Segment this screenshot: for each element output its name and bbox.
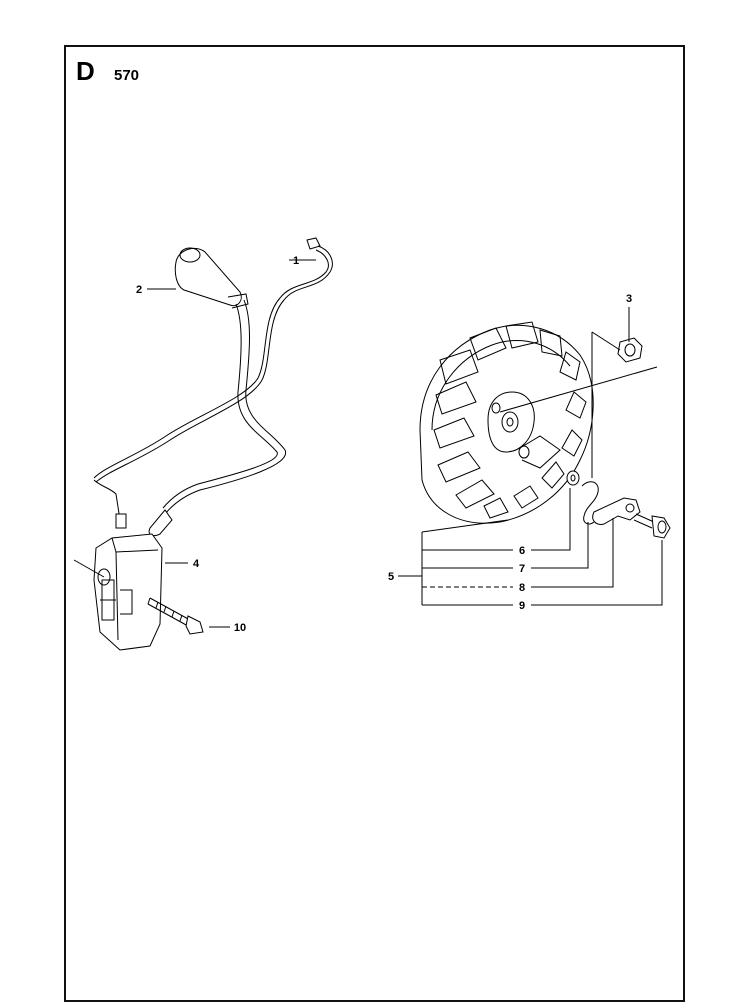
callout-2: 2	[136, 284, 142, 296]
callout-7: 7	[519, 563, 525, 575]
flywheel	[419, 321, 594, 524]
pawl	[592, 497, 641, 525]
callout-9: 9	[519, 600, 525, 612]
module-axis-line	[73, 559, 105, 578]
callout-1: 1	[293, 255, 299, 267]
module-screw	[147, 597, 204, 635]
callout-4: 4	[193, 558, 200, 570]
washer	[566, 470, 580, 486]
crank-axis-line	[499, 366, 658, 413]
leader-5-to-flywheel	[421, 519, 509, 533]
leader-6-to-washer	[531, 488, 571, 551]
leader-8-to-pawl	[531, 518, 614, 588]
leader-7-to-spring	[531, 522, 589, 569]
callout-8: 8	[519, 582, 525, 594]
short-circuit-wire	[93, 237, 333, 529]
leader-3-to-nut	[591, 331, 621, 351]
model-number: 570	[114, 67, 140, 84]
diagram-frame	[64, 45, 685, 1002]
leader-9-to-screw	[531, 540, 663, 606]
ignition-lead	[148, 299, 286, 537]
spring	[581, 481, 599, 525]
flywheel-nut	[617, 337, 643, 363]
callout-5: 5	[388, 571, 394, 583]
callout-10: 10	[234, 622, 246, 634]
callout-3: 3	[626, 293, 632, 305]
spark-plug-cap	[174, 247, 249, 309]
callout-6: 6	[519, 545, 525, 557]
pawl-screw	[633, 513, 671, 539]
section-letter: D	[76, 56, 95, 86]
ignition-module	[93, 533, 163, 651]
